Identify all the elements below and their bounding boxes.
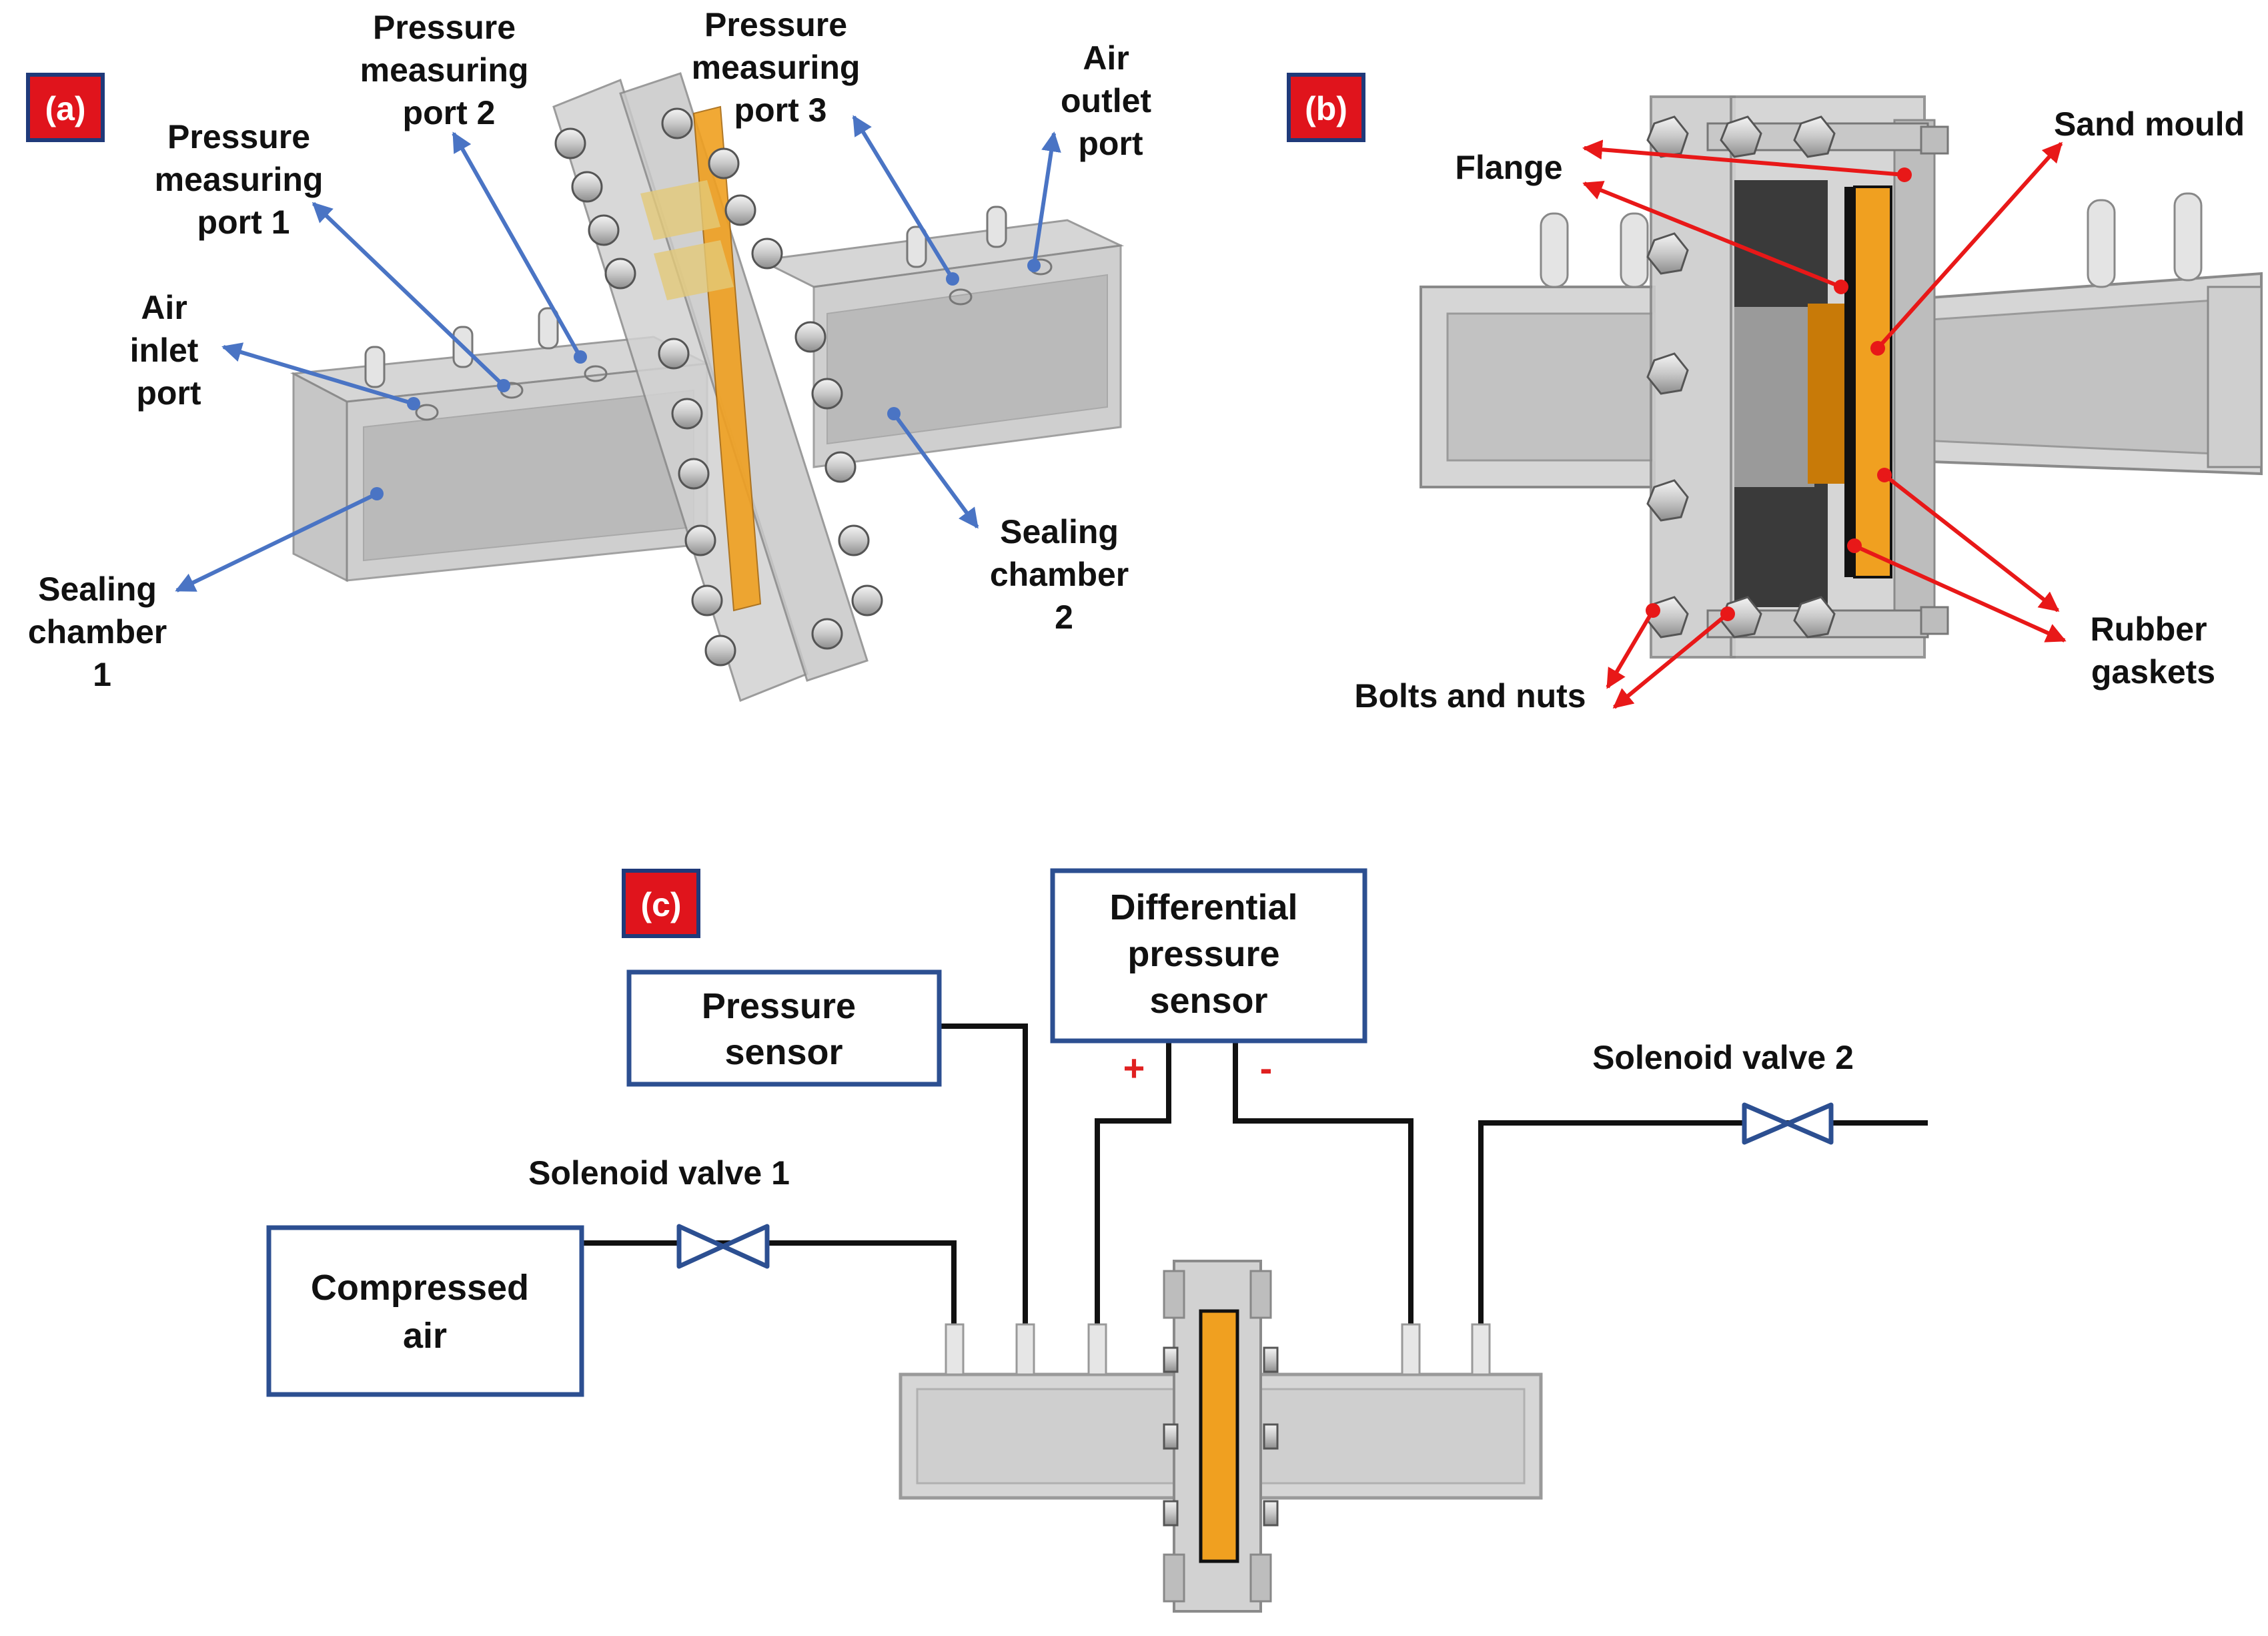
label-air-inlet: Air inlet port bbox=[130, 289, 208, 412]
badge-c-text: (c) bbox=[640, 886, 681, 923]
badge-b-text: (b) bbox=[1305, 90, 1347, 127]
panel-a: (a) Pressure measuring port 2 Pressure m… bbox=[26, 6, 1161, 702]
svg-text:Differential pressure: Differential pressure sensor bbox=[1109, 887, 1307, 1021]
label-pm-port-3: Pressure measuring port 3 bbox=[692, 6, 870, 129]
panel-c: (c) Pressure sensor Differential pressur… bbox=[266, 868, 1928, 1613]
compressed-air-label: Compressed bbox=[311, 1268, 529, 1308]
label-flange: Flange bbox=[1455, 149, 1562, 186]
bolts-a bbox=[554, 107, 883, 667]
pressure-sensor-label: Pressure bbox=[702, 986, 856, 1026]
label-sealing-chamber-1: Sealing chamber 1 bbox=[28, 570, 176, 693]
panel-b: (b) Flange Sand mould Rubber gaskets Bol… bbox=[1287, 73, 2263, 715]
label-bolts-and-nuts: Bolts and nuts bbox=[1354, 677, 1586, 715]
solenoid-valve-1: Solenoid valve 1 bbox=[528, 1154, 790, 1269]
svg-text:Pressure sensor: Pressure sensor bbox=[702, 986, 866, 1072]
differential-sensor-label: Differential bbox=[1109, 887, 1297, 927]
svg-text:Compressed air: Compressed air bbox=[311, 1268, 539, 1356]
compressed-air-box: Compressed air bbox=[266, 1225, 584, 1397]
differential-pressure-sensor-box: Differential pressure sensor bbox=[1050, 868, 1367, 1044]
badge-a-text: (a) bbox=[45, 90, 85, 127]
flange-assembly-b bbox=[1650, 95, 1936, 659]
chamber-b bbox=[1420, 192, 2263, 488]
arrows-a bbox=[175, 115, 1061, 592]
label-air-outlet: Air outlet port bbox=[1061, 39, 1161, 162]
badge-a: (a) bbox=[26, 73, 105, 142]
label-sand-mould: Sand mould bbox=[2054, 105, 2245, 143]
plus-sign: + bbox=[1123, 1047, 1145, 1089]
sealing-chamber-1-body bbox=[290, 336, 711, 582]
label-sealing-chamber-2: Sealing chamber 2 bbox=[990, 513, 1138, 636]
arrows-b bbox=[1582, 139, 2067, 709]
label-pm-port-2: Pressure measuring port 2 bbox=[360, 9, 538, 131]
badge-b: (b) bbox=[1287, 73, 1365, 142]
minus-sign: - bbox=[1260, 1047, 1273, 1089]
solenoid-valve-2: Solenoid valve 2 bbox=[1592, 1039, 1854, 1145]
label-rubber-gaskets: Rubber gaskets bbox=[2091, 610, 2217, 691]
bolts-b bbox=[1646, 115, 1949, 639]
solenoid-valve-2-label: Solenoid valve 2 bbox=[1592, 1039, 1854, 1076]
label-pm-port-1: Pressure measuring port 1 bbox=[155, 118, 333, 241]
apparatus-schematic bbox=[899, 1260, 1543, 1613]
badge-c: (c) bbox=[622, 869, 700, 938]
pressure-sensor-box: Pressure sensor bbox=[626, 969, 942, 1087]
solenoid-valve-1-label: Solenoid valve 1 bbox=[528, 1154, 790, 1192]
